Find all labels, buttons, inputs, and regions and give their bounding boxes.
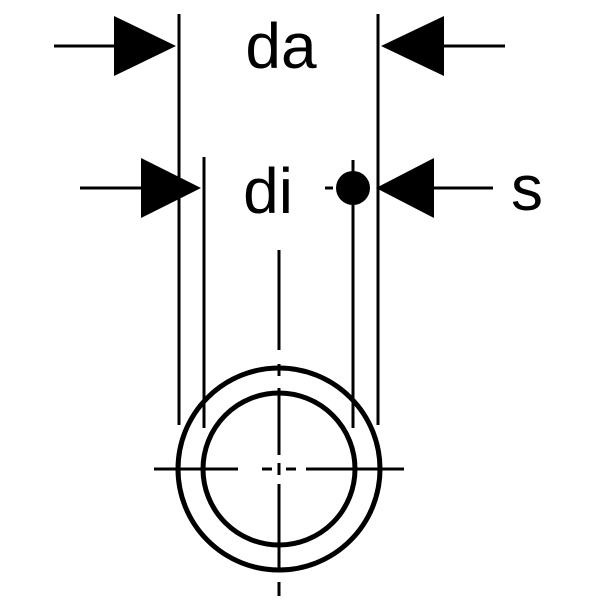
di-label: di xyxy=(243,155,293,227)
s-arrowhead xyxy=(376,158,434,218)
di-arrowhead-left xyxy=(141,158,201,218)
da-arrowhead-right xyxy=(381,16,444,76)
s-label: s xyxy=(511,152,543,224)
outer-diameter-dimension: da xyxy=(54,10,505,425)
s-dimension-dot xyxy=(336,171,370,205)
inner-diameter-dimension: di xyxy=(80,155,293,428)
wall-thickness-dimension: s xyxy=(325,152,543,428)
da-arrowhead-left xyxy=(114,16,176,76)
da-label: da xyxy=(245,10,317,82)
centerlines xyxy=(154,250,404,596)
